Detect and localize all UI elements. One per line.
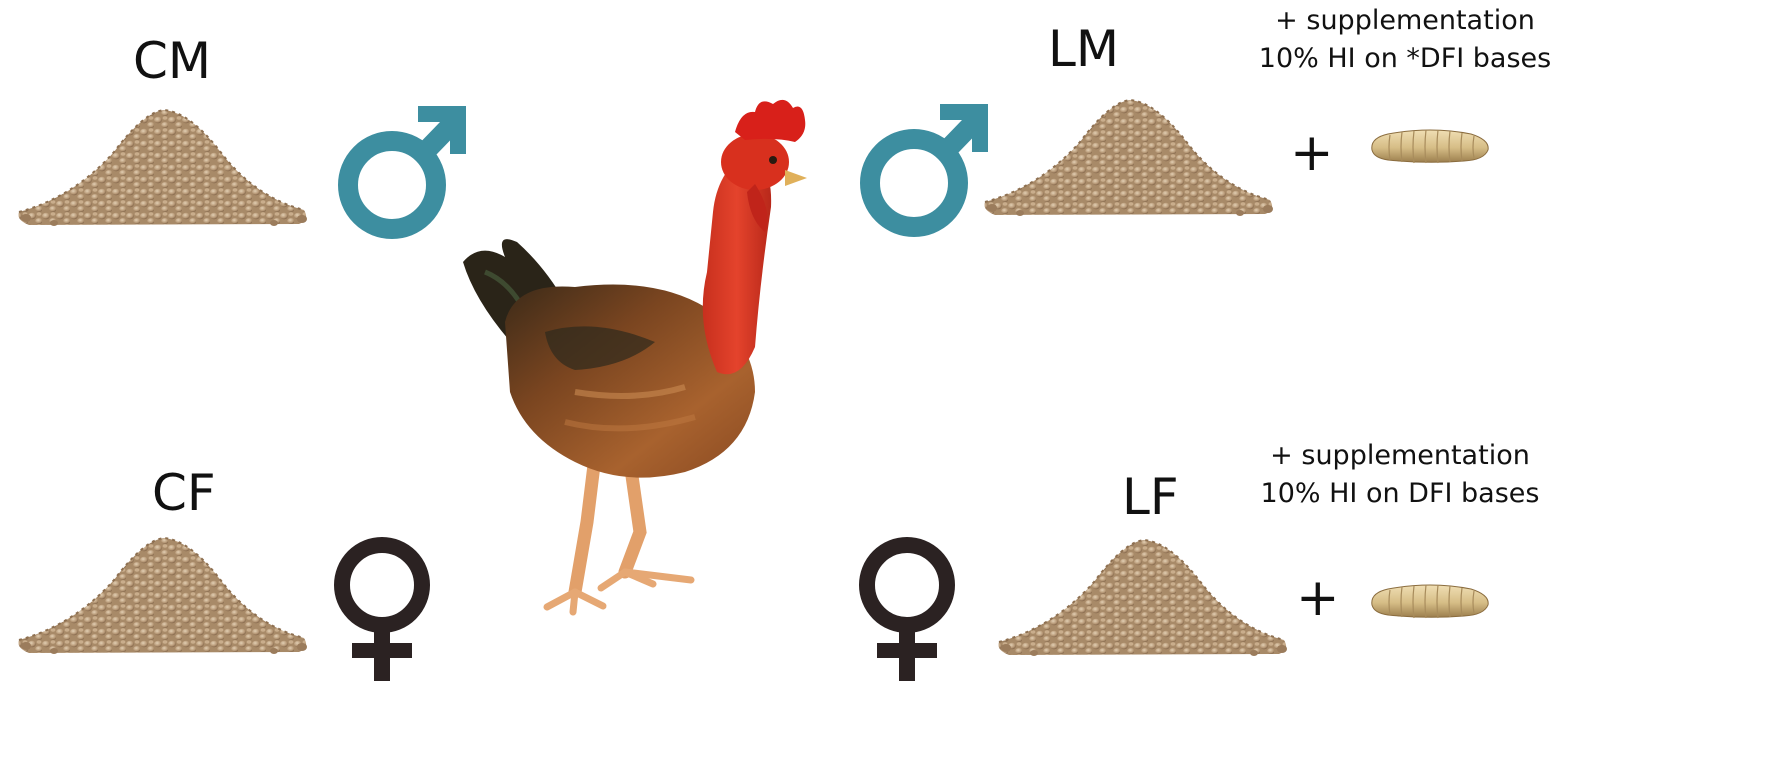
feed-pile-cf [14,520,314,660]
group-label-cm: CM [133,36,211,86]
larva-lm [1366,120,1494,170]
naked-neck-chicken [455,92,825,622]
group-label-lm: LM [1048,24,1119,74]
feed-pile-lm [980,82,1280,222]
female-symbol-icon-lf [855,535,960,685]
plus-sign-lm: + [1290,127,1334,179]
lf-note-line2: 10% HI on DFI bases [1245,475,1555,513]
group-label-cf: CF [152,468,216,518]
group-label-lf: LF [1122,472,1179,522]
lm-note-line2: 10% HI on *DFI bases [1250,40,1560,78]
male-symbol-icon-cm [330,100,470,240]
plus-sign-lf: + [1296,572,1340,624]
lf-note-line1: + supplementation [1245,437,1555,475]
larva-lf [1366,575,1494,625]
female-symbol-icon-cf [330,535,435,685]
lm-note-line1: + supplementation [1250,2,1560,40]
male-symbol-icon-lm [852,98,992,238]
feed-pile-cm [14,92,314,232]
lm-supplementation-note: + supplementation 10% HI on *DFI bases [1250,2,1560,78]
feed-pile-lf [994,522,1294,662]
lf-supplementation-note: + supplementation 10% HI on DFI bases [1245,437,1555,513]
